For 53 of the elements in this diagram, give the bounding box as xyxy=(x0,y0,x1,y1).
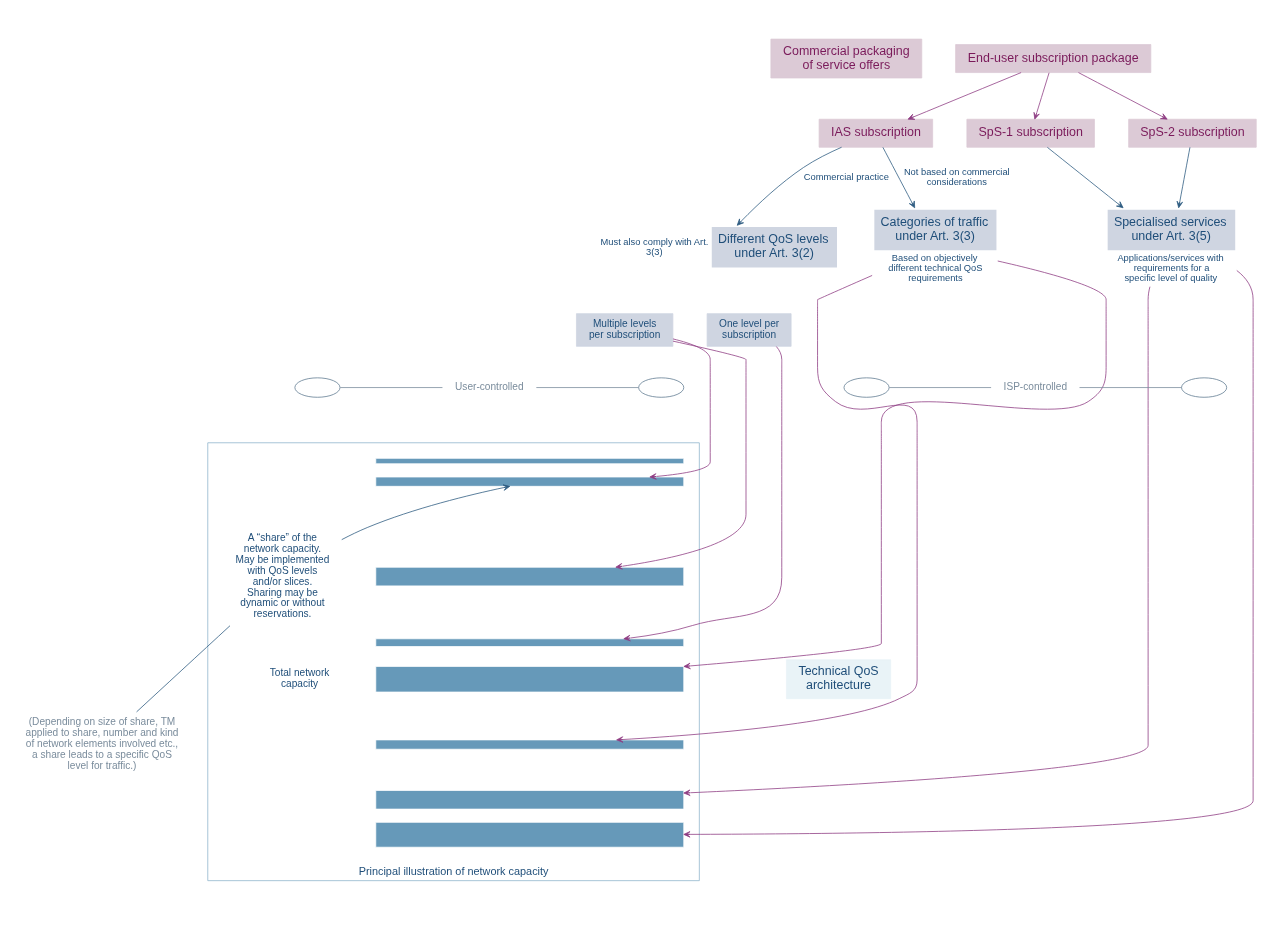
node-text: User-controlled xyxy=(455,381,524,393)
node-box: Specialised services under Art. 3(5) xyxy=(1107,209,1236,251)
node-box: One level per subscription xyxy=(706,313,792,347)
node-bar xyxy=(375,790,685,810)
node-label: Applications/services with requirements for a specific level of quality xyxy=(1117,252,1224,284)
arrow xyxy=(616,275,918,743)
node-label: Based on objectively different technical QoS requirements xyxy=(888,252,983,284)
node-bar xyxy=(375,666,685,693)
label: Total network capacity xyxy=(269,667,330,690)
node-bar xyxy=(375,566,685,587)
arrow xyxy=(683,260,1107,670)
node-text: (Depending on size of share, TM applied to share, number and kind of network elements involved etc., a share leads to a specific QoS level for traffic.) xyxy=(25,716,179,771)
arrow xyxy=(882,146,916,209)
arrow xyxy=(341,484,511,541)
arrow xyxy=(649,338,711,480)
node-bar xyxy=(375,821,685,848)
node-label: Must also comply with Art. 3(3) xyxy=(600,236,709,257)
connector xyxy=(136,625,231,713)
arrow xyxy=(1078,72,1168,120)
node-box: Different QoS levels under Art. 3(2) xyxy=(711,226,837,268)
connector xyxy=(1079,387,1182,388)
connector xyxy=(535,387,639,388)
arrow xyxy=(1033,72,1050,120)
node-ellipse xyxy=(638,377,685,398)
edge-label: Commercial practice xyxy=(803,171,889,182)
node-ellipse xyxy=(1181,377,1228,398)
node-box: End-user subscription package xyxy=(955,44,1152,73)
node-box: Technical QoS architecture xyxy=(786,659,892,700)
node-box: SpS-2 subscription xyxy=(1128,118,1257,148)
arrow xyxy=(683,286,1151,796)
arrow xyxy=(683,270,1254,838)
arrow xyxy=(907,72,1022,120)
node-bar xyxy=(375,739,685,750)
arrow xyxy=(736,146,842,226)
node-box: IAS subscription xyxy=(818,118,934,148)
node-ellipse xyxy=(294,377,341,398)
node-bar xyxy=(375,476,685,487)
node-box: SpS-1 subscription xyxy=(966,118,1095,148)
node-bar xyxy=(375,457,685,465)
node-box: Categories of traffic under Art. 3(3) xyxy=(874,209,997,251)
node-text: A “share” of the network capacity. May be implemented with QoS levels and/or slices. Sharing may be dynamic or without reservations. xyxy=(235,532,330,620)
arrow xyxy=(1176,146,1191,209)
node-bar xyxy=(375,638,685,647)
node-box: Multiple levels per subscription xyxy=(576,313,674,347)
connector xyxy=(888,387,992,388)
node-box: Commercial packaging of service offers xyxy=(770,38,923,79)
arrow xyxy=(1046,146,1124,209)
node-text: ISP-controlled xyxy=(1003,381,1068,393)
arrow xyxy=(615,340,747,570)
arrow xyxy=(623,346,783,642)
node-ellipse xyxy=(843,377,890,398)
connector xyxy=(339,387,443,388)
edge-label: Not based on commercial considerations xyxy=(903,166,1010,188)
